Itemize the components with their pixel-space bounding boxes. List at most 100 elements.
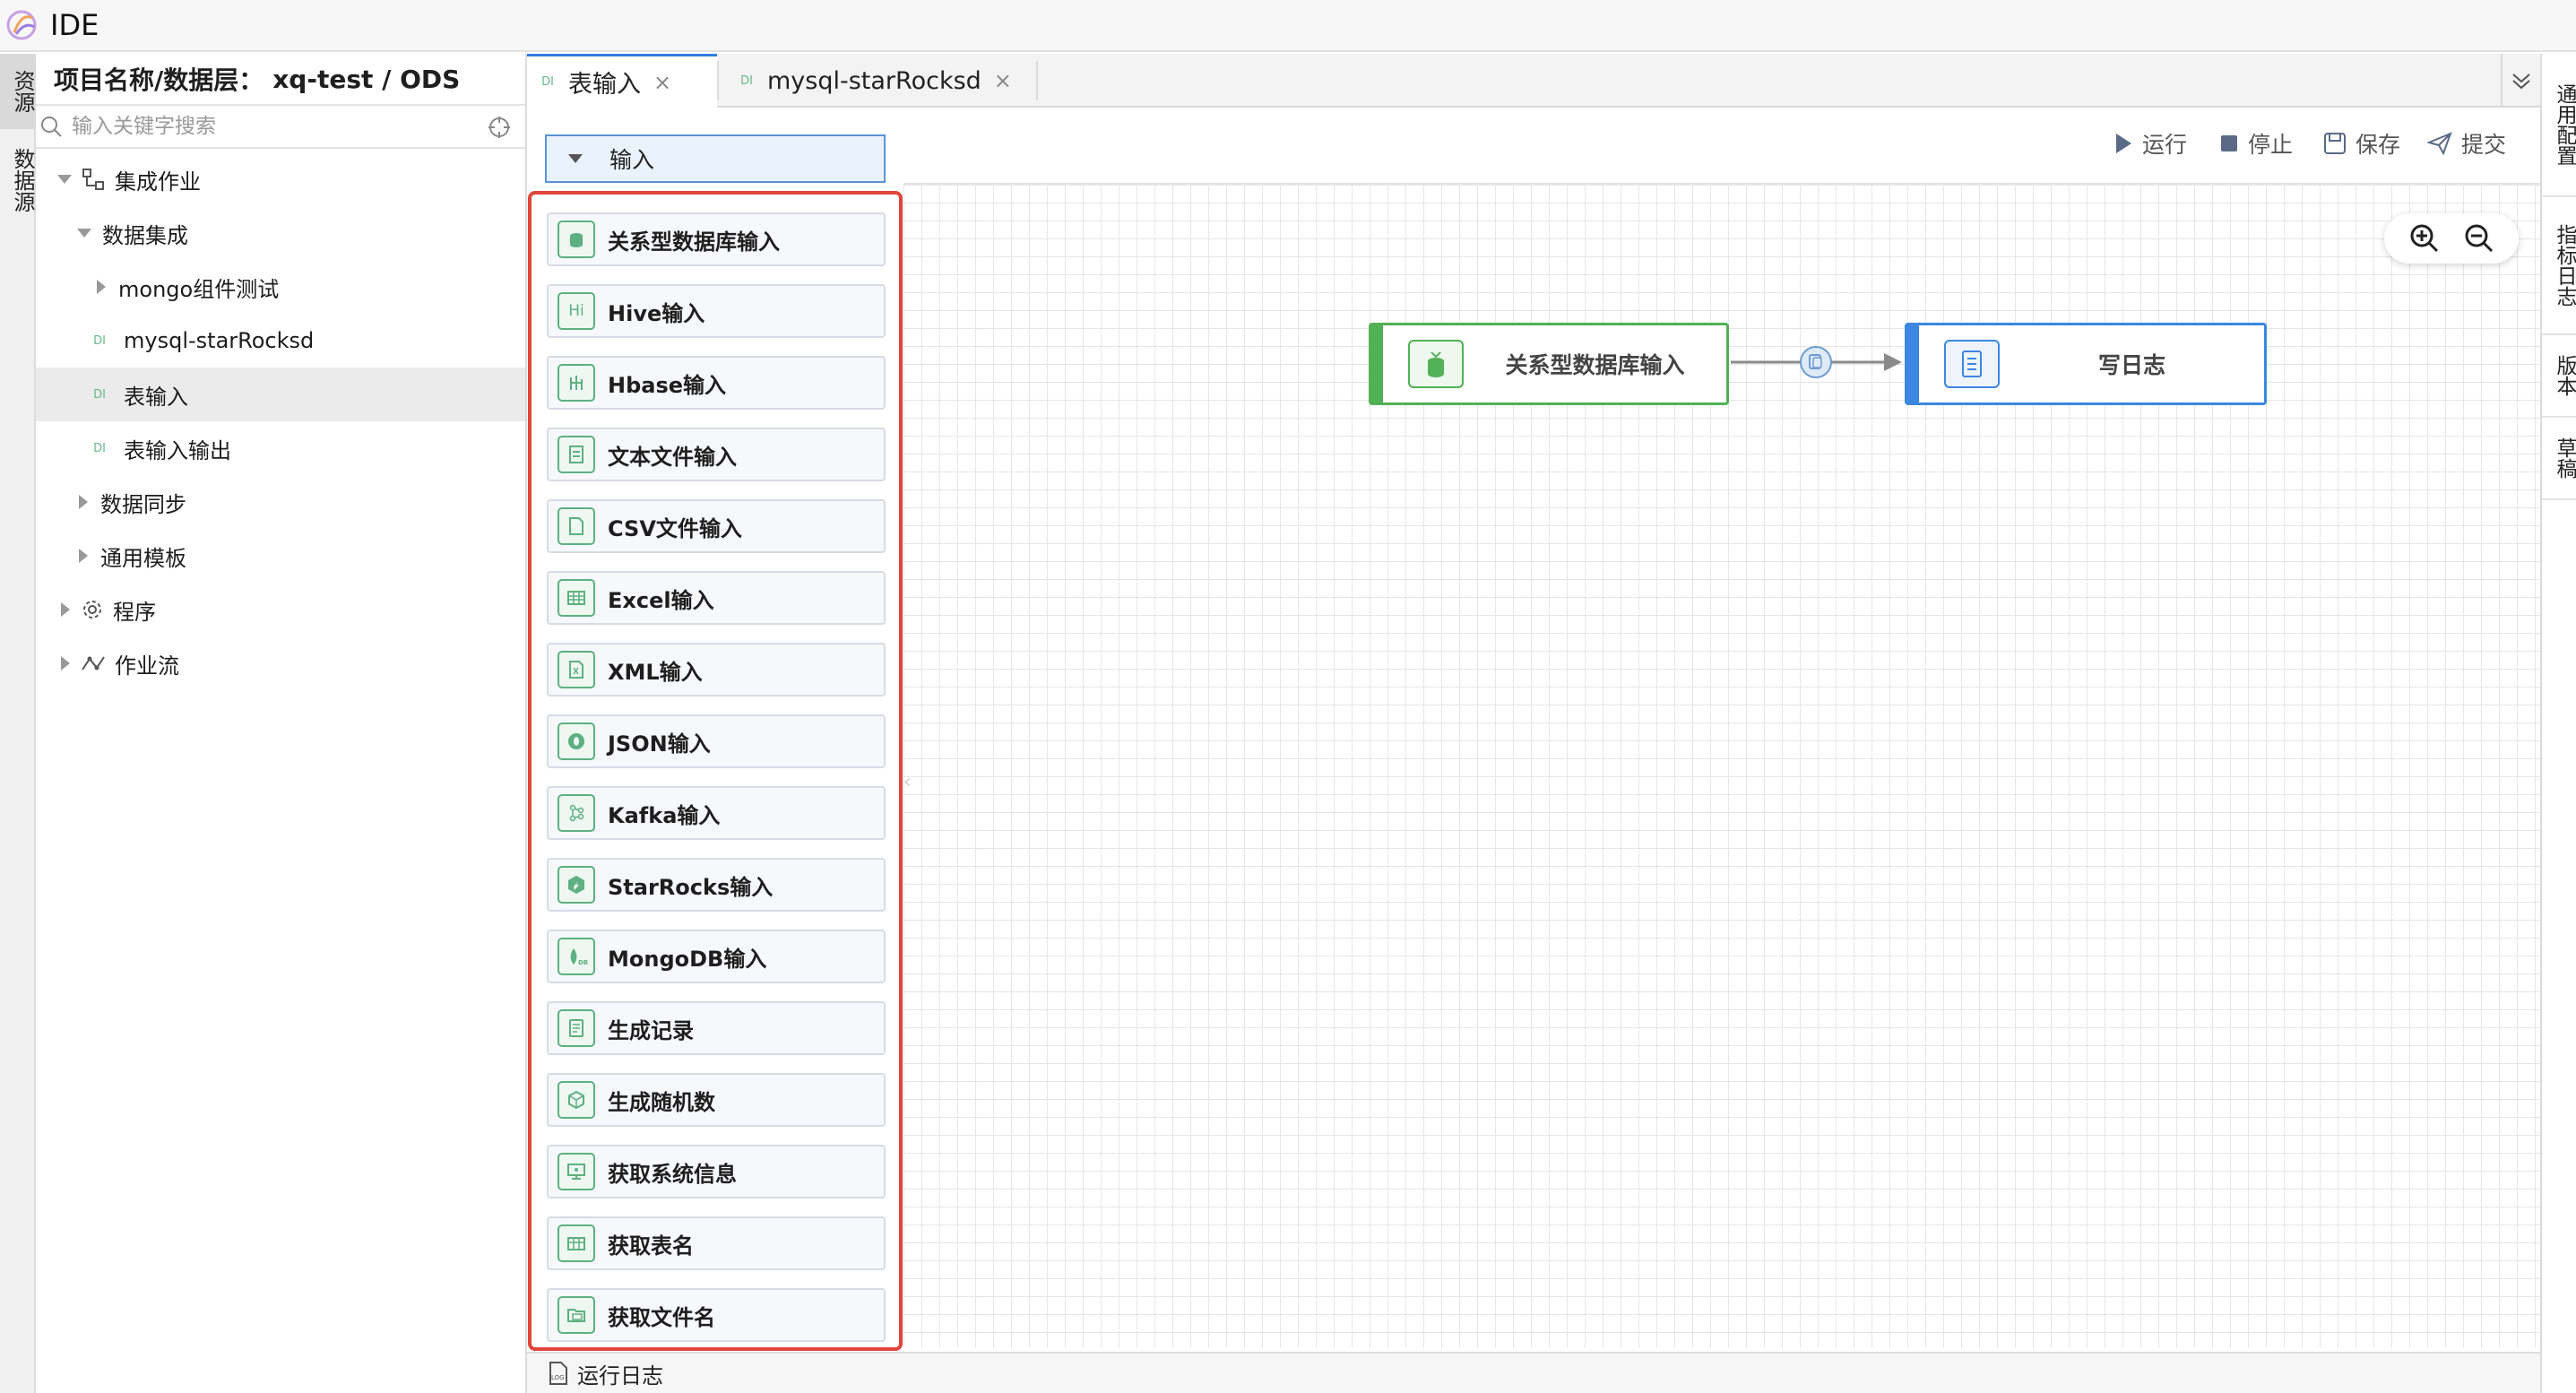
tree-node-table-input-output[interactable]: DI 表输入输出 — [36, 421, 525, 475]
tree-node-common-templates[interactable]: 通用模板 — [36, 529, 525, 583]
palette-item[interactable]: StarRocks输入 — [547, 858, 886, 912]
vtab-drafts[interactable]: 草稿 — [2542, 418, 2576, 500]
icon-glyph: Hi — [568, 302, 584, 320]
tree-node-data-integration[interactable]: 数据集成 — [36, 206, 525, 260]
save-icon — [2323, 132, 2347, 155]
tree-label: 数据集成 — [102, 218, 188, 249]
zoom-out-icon[interactable] — [2463, 222, 2495, 255]
vtab-versions[interactable]: 版本 — [2542, 335, 2576, 418]
resource-panel: 项目名称/数据层： xq-test / ODS 集成作业 — [36, 54, 527, 1393]
tree-node-programs[interactable]: 程序 — [36, 583, 525, 636]
tree-label: mongo组件测试 — [118, 272, 279, 303]
zoom-in-icon[interactable] — [2408, 222, 2441, 255]
palette-item[interactable]: 获取文件名 — [547, 1288, 886, 1342]
tree-label: 表输入输出 — [124, 433, 231, 464]
palette-item[interactable]: CSV文件输入 — [547, 499, 886, 553]
play-icon — [2114, 132, 2133, 155]
palette-item[interactable]: 生成随机数 — [547, 1073, 886, 1127]
palette-item[interactable]: 文本文件输入 — [547, 428, 886, 481]
database-icon — [1408, 340, 1464, 388]
random-number-icon — [558, 1081, 595, 1119]
expand-arrow-icon[interactable] — [57, 175, 72, 184]
palette-item[interactable]: 关系型数据库输入 — [547, 212, 886, 266]
tab-table-input[interactable]: DI 表输入 × — [527, 54, 717, 108]
palette-item[interactable]: JSON输入 — [547, 714, 886, 768]
resource-tree: 集成作业 数据集成 mongo组件测试 DI mysql-starRocksd … — [36, 149, 525, 690]
tree-label: mysql-starRocksd — [124, 328, 314, 353]
app-logo-icon — [5, 7, 41, 43]
app-title: IDE — [50, 8, 99, 42]
tab-mysql-starrocksd[interactable]: DI mysql-starRocksd × — [726, 54, 1022, 108]
save-button[interactable]: 保存 — [2323, 125, 2400, 161]
search-bar — [36, 106, 525, 149]
tree-node-mysql-starrocksd[interactable]: DI mysql-starRocksd — [36, 314, 525, 368]
left-vertical-tabs: 资源 数据源 — [0, 54, 36, 1393]
csv-file-icon — [558, 507, 595, 545]
collapsed-arrow-icon[interactable] — [79, 549, 88, 563]
di-icon: DI — [527, 75, 568, 89]
vtab-general-config[interactable]: 通用配置 — [2542, 54, 2576, 197]
vtab-metrics-log[interactable]: 指标日志 — [2542, 197, 2576, 335]
palette-item-label: 关系型数据库输入 — [608, 224, 780, 255]
hierarchy-icon — [81, 167, 106, 192]
node-label: 关系型数据库输入 — [1464, 348, 1726, 380]
editor-tab-bar: DI 表输入 × DI mysql-starRocksd × — [527, 54, 2540, 108]
double-chevron-down-icon — [2510, 69, 2533, 92]
tree-label: 表输入 — [124, 379, 188, 411]
palette-item[interactable]: 生成记录 — [547, 1001, 886, 1055]
palette-category-select[interactable]: 输入 — [545, 134, 886, 183]
kafka-icon — [558, 794, 595, 832]
tree-node-mongo-test[interactable]: mongo组件测试 — [36, 260, 525, 314]
palette-item[interactable]: 获取系统信息 — [547, 1145, 886, 1198]
palette-item-label: Kafka输入 — [608, 798, 720, 829]
di-icon: DI — [86, 388, 113, 402]
collapsed-arrow-icon[interactable] — [61, 656, 70, 671]
tab-label: 表输入 — [568, 65, 641, 100]
tree-label: 集成作业 — [115, 164, 201, 195]
vtab-datasource[interactable]: 数据源 — [0, 129, 36, 231]
flow-node-db-input[interactable]: 关系型数据库输入 — [1369, 323, 1729, 405]
locate-icon[interactable] — [488, 116, 511, 139]
palette-item-label: Hbase输入 — [608, 368, 726, 399]
right-vertical-tabs: 通用配置 指标日志 版本 草稿 — [2540, 54, 2576, 1393]
collapsed-arrow-icon[interactable] — [61, 602, 70, 617]
collapsed-arrow-icon[interactable] — [79, 495, 88, 509]
file-name-icon — [558, 1296, 595, 1334]
run-log-bar[interactable]: LOG 运行日志 — [527, 1352, 2540, 1393]
gear-icon — [81, 598, 104, 621]
tree-node-data-sync[interactable]: 数据同步 — [36, 475, 525, 529]
palette-item[interactable]: Hi Hive输入 — [547, 284, 886, 338]
close-icon[interactable]: × — [653, 70, 671, 95]
panel-splitter-handle[interactable]: ‹ — [903, 771, 912, 793]
close-icon[interactable]: × — [994, 68, 1012, 93]
vtab-resources[interactable]: 资源 — [0, 54, 36, 129]
flow-node-write-log[interactable]: 写日志 — [1905, 323, 2267, 405]
tree-label: 程序 — [113, 594, 156, 626]
tree-label: 数据同步 — [100, 487, 186, 518]
collapsed-arrow-icon[interactable] — [97, 280, 106, 294]
di-icon: DI — [726, 74, 767, 88]
palette-item-label: Hive输入 — [608, 296, 705, 327]
submit-button[interactable]: 提交 — [2427, 125, 2506, 161]
tree-node-workflows[interactable]: 作业流 — [36, 636, 525, 690]
palette-item-label: JSON输入 — [608, 726, 711, 757]
palette-item[interactable]: 获取表名 — [547, 1216, 886, 1270]
palette-item[interactable]: Excel输入 — [547, 571, 886, 625]
palette-item[interactable]: DBMongoDB输入 — [547, 930, 886, 983]
tab-divider — [717, 61, 719, 100]
tree-node-table-input[interactable]: DI 表输入 — [36, 368, 525, 421]
palette-item-label: MongoDB输入 — [608, 941, 766, 973]
palette-item[interactable]: Hbase输入 — [547, 356, 886, 410]
stop-button[interactable]: 停止 — [2219, 125, 2293, 161]
starrocks-icon — [558, 866, 595, 904]
palette-item[interactable]: Kafka输入 — [547, 786, 886, 840]
text-file-icon — [558, 436, 595, 473]
system-info-icon — [558, 1153, 595, 1190]
expand-arrow-icon[interactable] — [77, 229, 91, 238]
hbase-icon — [558, 364, 595, 402]
run-button[interactable]: 运行 — [2114, 125, 2187, 161]
collapse-panel-button[interactable] — [2501, 54, 2540, 108]
palette-item[interactable]: XML输入 — [547, 643, 886, 696]
tree-node-integration-jobs[interactable]: 集成作业 — [36, 152, 525, 206]
search-input[interactable] — [72, 115, 466, 138]
